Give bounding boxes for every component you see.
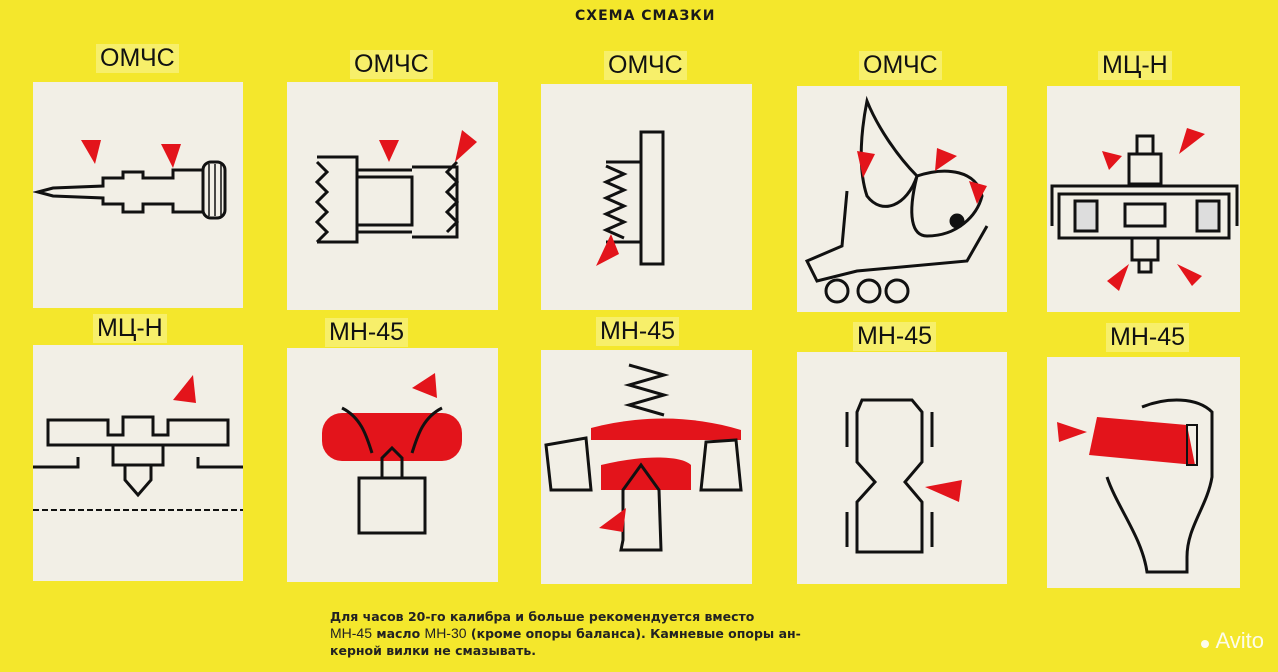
footnote-line-2: МН-45 масло МН-30 (кроме опоры баланса).… [330, 625, 801, 642]
panel-setting-screw [33, 345, 243, 581]
footnote-text: масло [372, 626, 425, 641]
panel-label: МН-45 [325, 318, 409, 347]
avito-logo-icon [1200, 640, 1209, 648]
panel-label: ОМЧС [859, 51, 942, 80]
panel-rack [541, 84, 752, 310]
panel-pallet-fork [797, 86, 1007, 312]
watermark: Avito [1200, 628, 1264, 654]
panel-label: МЦ-Н [1098, 51, 1172, 80]
oil-grade: МН-45 [330, 625, 373, 641]
footnote: Для часов 20-го калибра и больше рекомен… [330, 608, 801, 659]
panel-jewel-pivot-1 [287, 348, 498, 582]
panel-jewel-pivot-3 [797, 352, 1007, 584]
footnote-text: (кроме опоры баланса). Камневые опоры ан… [466, 626, 801, 641]
panel-label: МН-45 [853, 322, 937, 351]
panel-winding-stem [33, 82, 243, 308]
panel-label: ОМЧС [96, 44, 179, 73]
diagram-title: СХЕМА СМАЗКИ [575, 8, 716, 24]
panel-label: ОМЧС [604, 51, 687, 80]
panel-label: МЦ-Н [93, 314, 167, 343]
panel-jewel-pivot-2 [541, 350, 752, 584]
panel-label: МН-45 [596, 317, 680, 346]
panel-label: ОМЧС [350, 50, 433, 79]
panel-wheel-pinion [287, 82, 498, 310]
panel-balance-bearing [1047, 86, 1240, 312]
footnote-line-3: керной вилки не смазывать. [330, 643, 536, 658]
panel-label: МН-45 [1106, 323, 1190, 352]
watermark-text: Avito [1215, 628, 1264, 653]
footnote-line-1: Для часов 20-го калибра и больше рекомен… [330, 609, 755, 624]
panel-jewel-pivot-4 [1047, 357, 1240, 588]
oil-grade: МН-30 [424, 625, 467, 641]
